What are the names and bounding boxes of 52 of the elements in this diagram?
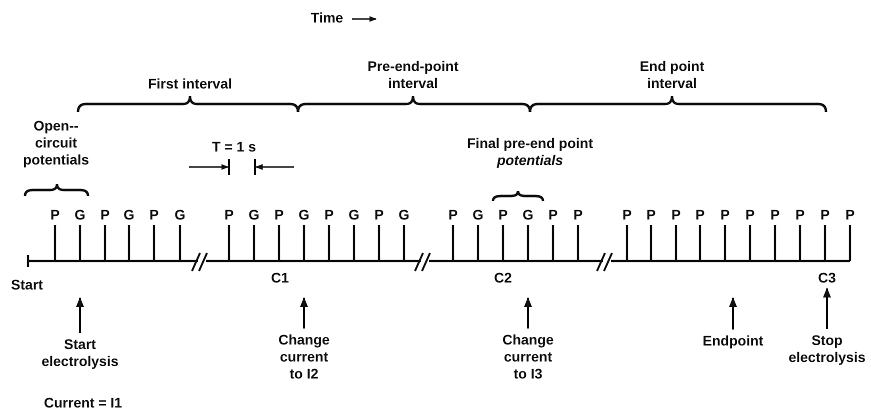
event-label: Stop electrolysis	[782, 332, 871, 366]
start-label: Start	[11, 276, 43, 294]
checkpoint-label: C3	[812, 270, 842, 286]
arrow	[300, 297, 308, 328]
arrow	[76, 297, 84, 333]
event-label: Change current to I2	[272, 332, 336, 382]
interval-label: First interval	[148, 76, 232, 92]
event-label: Endpoint	[688, 332, 778, 350]
measurement-letter: P	[224, 206, 234, 224]
measurement-letter: P	[770, 206, 780, 224]
measurement-letter: P	[149, 206, 159, 224]
measurement-letter: P	[548, 206, 558, 224]
measurement-letter: G	[298, 206, 310, 224]
measurement-letter: G	[348, 206, 360, 224]
measurement-letter: P	[820, 206, 830, 224]
arrow	[823, 288, 831, 329]
event-label: Change current to I3	[496, 332, 560, 382]
measurement-letter: G	[74, 206, 86, 224]
measurement-letter: P	[695, 206, 705, 224]
measurement-letter: G	[248, 206, 260, 224]
measurement-letter: P	[720, 206, 730, 224]
current-label: Current = I1	[44, 394, 122, 411]
measurement-letter: P	[745, 206, 755, 224]
measurement-letter: G	[174, 206, 186, 224]
measurement-letter: P	[448, 206, 458, 224]
measurement-letter: G	[522, 206, 534, 224]
measurement-letter: P	[646, 206, 656, 224]
measurement-letter: G	[398, 206, 410, 224]
measurement-letter: P	[671, 206, 681, 224]
arrow	[729, 297, 737, 330]
measurement-letter: P	[498, 206, 508, 224]
arrow	[524, 297, 532, 328]
measurement-letter: P	[50, 206, 60, 224]
axis-title: Time	[310, 10, 344, 26]
event-label: Start electrolysis	[30, 336, 130, 370]
measurement-letter: P	[324, 206, 334, 224]
interval-label: Pre-end-point interval	[366, 58, 460, 92]
interval-label: End point interval	[638, 58, 706, 92]
interval-label: Final pre-end point potentials	[466, 135, 594, 169]
period-label: T = 1 s	[212, 138, 256, 156]
measurement-letter: P	[374, 206, 384, 224]
measurement-letter: G	[124, 206, 134, 224]
measurement-letter: P	[100, 206, 110, 224]
measurement-letter: P	[622, 206, 632, 224]
checkpoint-label: C2	[494, 270, 512, 286]
checkpoint-label: C1	[271, 270, 289, 286]
interval-label: Open-- circuit potentials	[22, 118, 90, 168]
measurement-letter: G	[472, 206, 484, 224]
measurement-letter: P	[573, 206, 583, 224]
measurement-letter: P	[795, 206, 805, 224]
measurement-letter: P	[845, 206, 855, 224]
measurement-letter: P	[274, 206, 284, 224]
